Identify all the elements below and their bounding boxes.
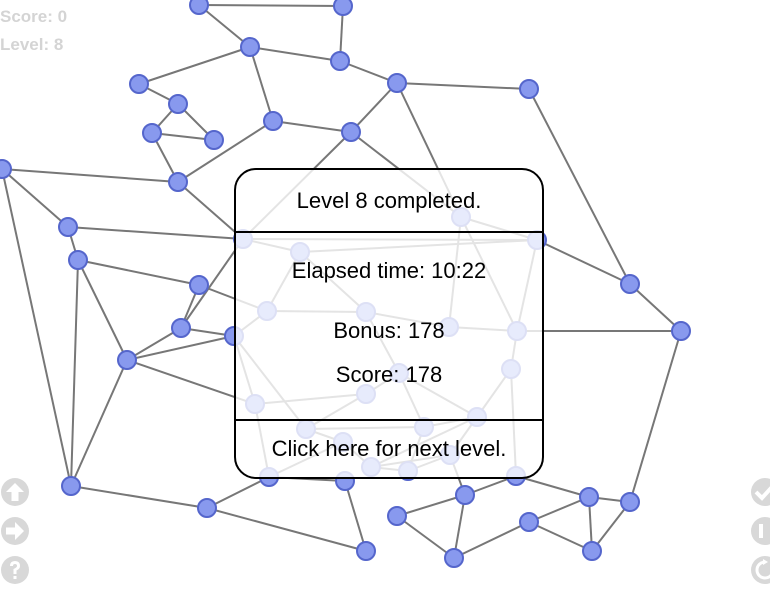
move-up-button[interactable] xyxy=(0,477,30,507)
graph-node[interactable] xyxy=(387,73,407,93)
graph-node[interactable] xyxy=(61,476,81,496)
graph-edge xyxy=(70,259,79,487)
graph-node[interactable] xyxy=(0,159,12,179)
graph-edge xyxy=(1,168,179,183)
graph-edge xyxy=(272,120,352,133)
help-icon xyxy=(1,556,29,584)
graph-edge xyxy=(177,120,274,183)
graph-edge xyxy=(396,515,455,559)
checkmark-icon xyxy=(751,478,770,506)
graph-node[interactable] xyxy=(333,0,353,16)
graph-edge xyxy=(350,82,398,133)
elapsed-time: Elapsed time: 10:22 xyxy=(291,258,487,283)
graph-edge xyxy=(396,494,466,517)
arrow-right-icon xyxy=(1,517,29,545)
graph-edge xyxy=(396,82,530,90)
bonus-value: Bonus: 178 xyxy=(333,318,445,343)
pause-button[interactable] xyxy=(750,516,770,546)
graph-node[interactable] xyxy=(189,275,209,295)
graph-edge xyxy=(77,259,128,361)
graph-node[interactable] xyxy=(356,541,376,561)
graph-edge xyxy=(339,60,398,84)
graph-edge xyxy=(126,327,182,361)
graph-node[interactable] xyxy=(129,74,149,94)
graph-node[interactable] xyxy=(387,506,407,526)
graph-node[interactable] xyxy=(204,130,224,150)
graph-node[interactable] xyxy=(168,172,188,192)
graph-edge xyxy=(629,330,682,503)
graph-node[interactable] xyxy=(142,123,162,143)
restart-button[interactable] xyxy=(750,555,770,585)
graph-node[interactable] xyxy=(620,492,640,512)
graph-node[interactable] xyxy=(197,498,217,518)
graph-node[interactable] xyxy=(671,321,691,341)
graph-edge xyxy=(198,4,251,48)
graph-edge xyxy=(629,283,682,332)
restart-icon xyxy=(751,556,770,584)
graph-edge xyxy=(528,496,590,523)
graph-edge xyxy=(249,46,274,122)
graph-edge xyxy=(1,168,69,228)
graph-node[interactable] xyxy=(582,541,602,561)
graph-edge xyxy=(70,485,208,509)
graph-edge xyxy=(206,476,270,509)
graph-node[interactable] xyxy=(341,122,361,142)
graph-edge xyxy=(453,494,466,559)
graph-edge xyxy=(151,132,215,141)
graph-edge xyxy=(77,259,200,286)
score-value: Score: 178 xyxy=(335,362,443,387)
level-display: Level: 8 xyxy=(0,35,64,54)
graph-node[interactable] xyxy=(444,548,464,568)
graph-edge xyxy=(138,46,251,85)
graph-edge xyxy=(70,359,128,487)
graph-node[interactable] xyxy=(58,217,78,237)
next-level-button[interactable]: Click here for next level. xyxy=(271,436,507,461)
graph-node[interactable] xyxy=(519,79,539,99)
score-display: Score: 0 xyxy=(0,7,68,26)
graph-node[interactable] xyxy=(189,0,209,15)
graph-edge xyxy=(206,507,367,552)
graph-edge xyxy=(1,168,72,487)
graph-edge xyxy=(453,521,530,559)
arrow-up-icon xyxy=(1,478,29,506)
graph-edge xyxy=(126,359,256,405)
graph-node[interactable] xyxy=(171,318,191,338)
graph-node[interactable] xyxy=(330,51,350,71)
graph-node[interactable] xyxy=(620,274,640,294)
graph-edge xyxy=(249,46,341,62)
graph-edge xyxy=(536,239,631,285)
dialog-title: Level 8 completed. xyxy=(236,170,542,233)
level-complete-dialog: Level 8 completed. Elapsed time: 10:22 B… xyxy=(234,168,544,479)
graph-edge xyxy=(180,238,244,329)
pause-icon xyxy=(751,517,770,545)
graph-node[interactable] xyxy=(519,512,539,532)
dialog-stats: Elapsed time: 10:22 Bonus: 178 Score: 17… xyxy=(236,231,542,421)
help-button[interactable] xyxy=(0,555,30,585)
graph-edge xyxy=(126,335,235,361)
graph-node[interactable] xyxy=(117,350,137,370)
graph-node[interactable] xyxy=(455,485,475,505)
graph-node[interactable] xyxy=(168,94,188,114)
move-right-button[interactable] xyxy=(0,516,30,546)
graph-edge xyxy=(515,475,590,498)
graph-edge xyxy=(528,521,593,552)
graph-edge xyxy=(198,4,344,7)
graph-node[interactable] xyxy=(579,487,599,507)
graph-node[interactable] xyxy=(240,37,260,57)
graph-node[interactable] xyxy=(68,250,88,270)
graph-edge xyxy=(344,480,367,552)
graph-edge xyxy=(177,181,244,240)
check-button[interactable] xyxy=(750,477,770,507)
graph-edge xyxy=(591,501,631,552)
graph-node[interactable] xyxy=(263,111,283,131)
graph-edge xyxy=(67,226,244,240)
graph-edge xyxy=(528,88,631,285)
